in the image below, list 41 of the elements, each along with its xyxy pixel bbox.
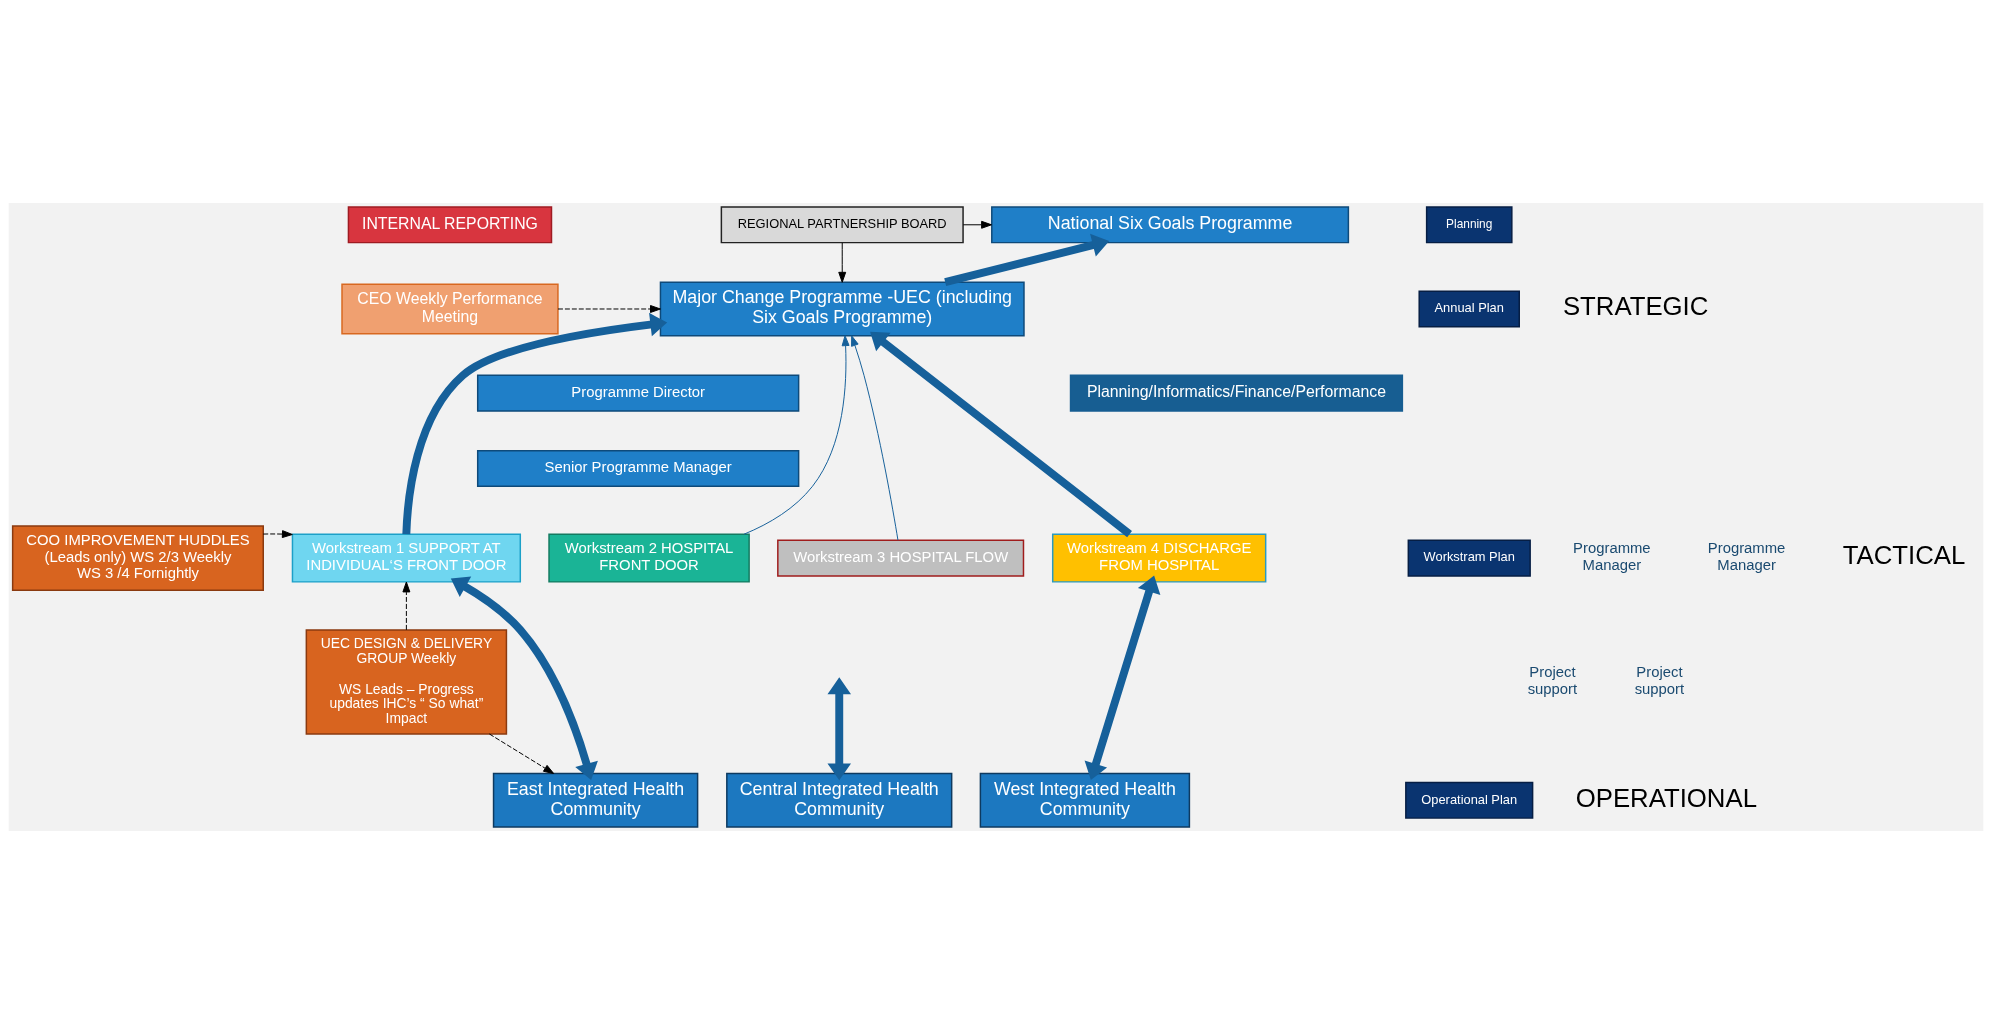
label: TACTICAL — [1842, 540, 1966, 569]
label: Project support — [1634, 663, 1685, 697]
node-box: UEC DESIGN & DELIVERY GROUP Weekly WS Leads – Progress updates IHC’s “ So what” Impact — [305, 628, 508, 735]
arrow — [851, 334, 899, 541]
node-box: Planning/Informatics/Finance/Performance — [1069, 374, 1404, 412]
arrow — [827, 676, 851, 780]
label: Programme Manager — [1707, 539, 1786, 573]
arrow — [488, 732, 555, 774]
node-box: Operational Plan — [1405, 781, 1534, 819]
node-box: Workstream 4 DISCHARGE FROM HOSPITAL — [1051, 533, 1267, 583]
node-box: Annual Plan — [1418, 289, 1520, 328]
label: Project support — [1527, 663, 1578, 697]
label: OPERATIONAL — [1575, 783, 1757, 812]
node-box: Workstream 1 SUPPORT AT INDIVIDUAL‘S FRONT DOOR — [291, 533, 522, 583]
arrow — [402, 581, 411, 630]
node-box: INTERNAL REPORTING — [347, 205, 553, 243]
arrow — [262, 529, 293, 538]
arrow — [557, 304, 661, 313]
node-box: National Six Goals Programme — [991, 205, 1350, 243]
node-box: Workstream 3 HOSPITAL FLOW — [777, 539, 1025, 577]
arrow — [1084, 575, 1161, 780]
node-box: Workstream 2 HOSPITAL FRONT DOOR — [548, 533, 750, 583]
node-box: REGIONAL PARTNERSHIP BOARD — [720, 205, 964, 243]
arrow — [962, 220, 992, 229]
node-box: Senior Programme Manager — [476, 449, 800, 487]
arrow — [450, 576, 598, 780]
node-box: CEO Weekly Performance Meeting — [341, 282, 559, 334]
node-box: Central Integrated Health Community — [726, 772, 953, 828]
label: STRATEGIC — [1562, 291, 1709, 320]
arrow — [870, 331, 1132, 537]
arrow — [838, 241, 847, 283]
arrow — [402, 312, 668, 534]
node-box: Planning — [1425, 205, 1513, 243]
label: Programme Manager — [1573, 539, 1651, 573]
node-box: West Integrated Health Community — [979, 772, 1191, 828]
node-box: COO IMPROVEMENT HUDDLES (Leads only) WS 2/3 Weekly WS 3 /4 Fornightly — [11, 524, 264, 591]
node-box: Programme Director — [476, 374, 800, 412]
node-box: East Integrated Health Community — [492, 772, 699, 828]
node-box: Major Change Programme -UEC (including Six Goals Programme) — [659, 281, 1025, 336]
arrow — [743, 334, 850, 535]
node-box: Workstram Plan — [1407, 539, 1531, 577]
